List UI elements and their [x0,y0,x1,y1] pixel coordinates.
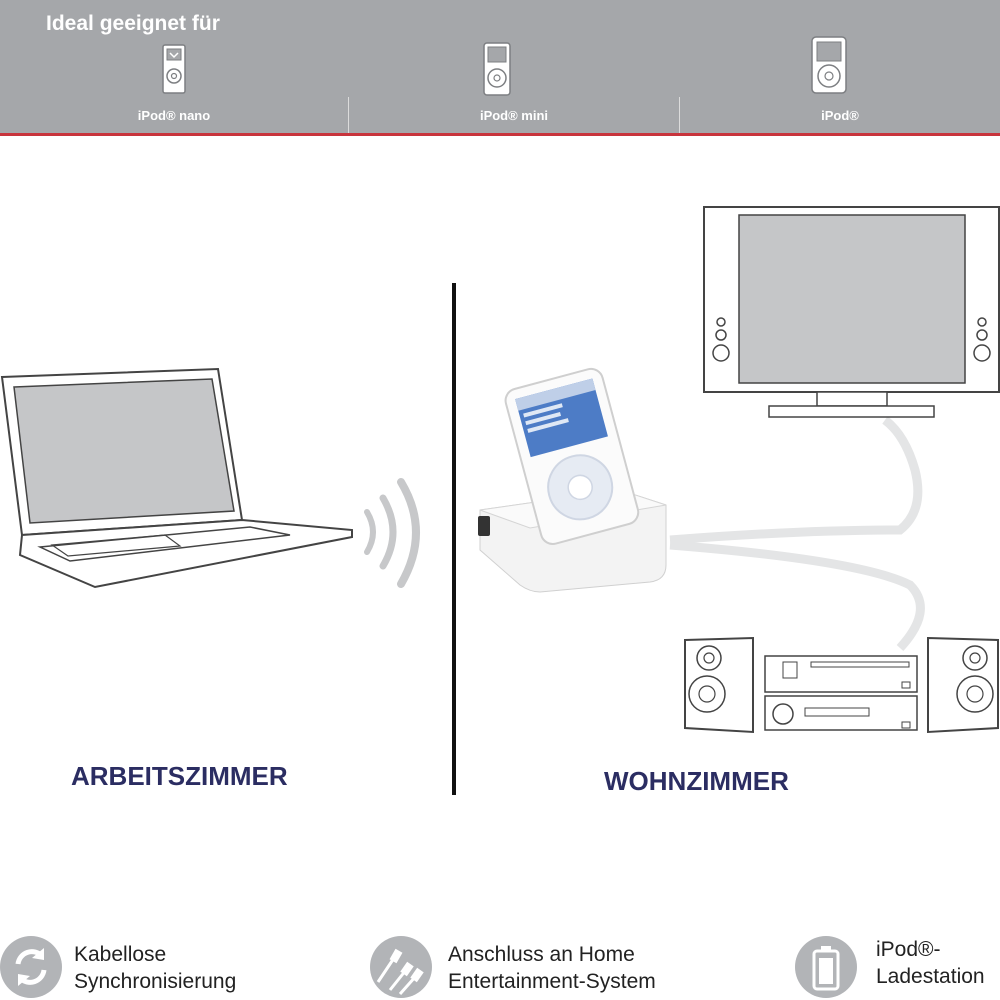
model-ipod-mini: iPod® mini [349,0,679,133]
feature-label: Anschluss an Home Entertainment-System [448,943,656,993]
ipod-nano-icon [162,44,186,94]
feature-label: iPod®- Ladestation [876,938,985,988]
sync-icon [0,936,62,998]
divider [348,97,349,133]
model-ipod-nano: iPod® nano [0,0,348,133]
tv-illustration [703,206,1000,418]
model-label: iPod® mini [479,108,549,123]
divider [679,97,680,133]
ipod-dock-photo [478,367,667,593]
room-label-arbeitszimmer: ARBEITSZIMMER [71,761,288,791]
ipod-mini-icon [483,42,511,96]
connection-cables [669,416,925,652]
room-divider [452,283,456,795]
stereo-system-illustration [684,636,999,734]
model-ipod: iPod® [680,0,1000,133]
feature-wireless-sync: Kabellose Synchronisierung [0,933,340,1000]
feature-label: Kabellose Synchronisierung [74,943,237,993]
model-label: iPod® [821,108,859,123]
accent-line [0,133,1000,136]
feature-charging-station: iPod®- Ladestation [795,933,1000,1000]
laptop-illustration [0,367,353,589]
cable-icon [370,936,432,998]
banner-title: Ideal geeignet für [46,12,220,35]
battery-icon [795,936,857,998]
feature-home-entertainment: Anschluss an Home Entertainment-System [370,933,710,1000]
room-label-wohnzimmer: WOHNZIMMER [604,766,789,796]
ipod-icon [811,36,847,94]
model-label: iPod® nano [137,108,211,123]
wireless-signal-icon [364,478,420,588]
